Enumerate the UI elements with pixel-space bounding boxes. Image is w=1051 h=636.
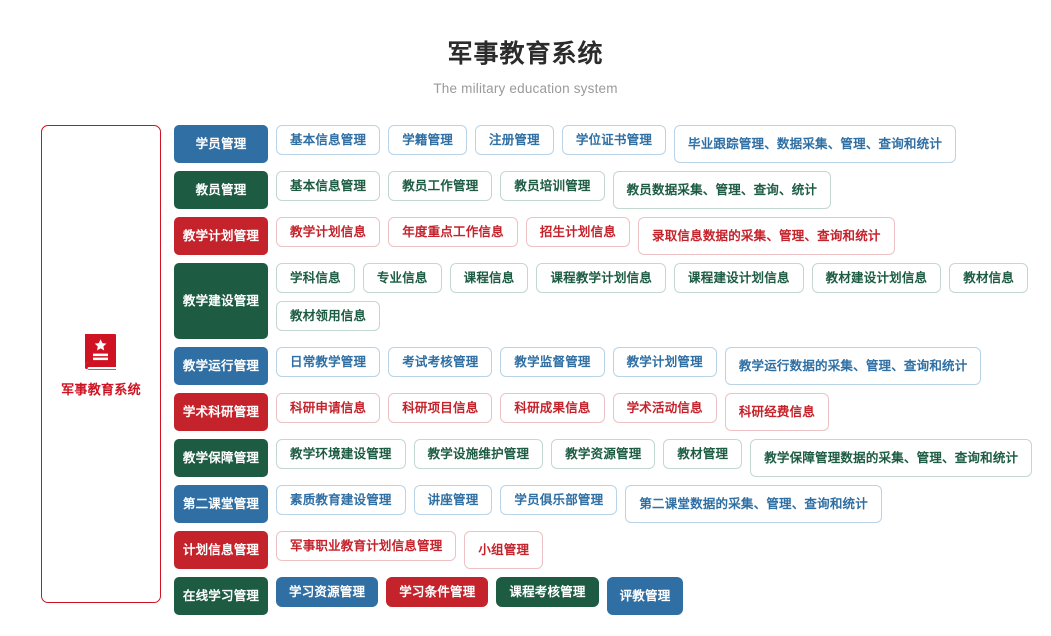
row-items: 素质教育建设管理讲座管理学员俱乐部管理第二课堂数据的采集、管理、查询和统计 [268, 485, 1051, 523]
category-row: 学员管理基本信息管理学籍管理注册管理学位证书管理毕业跟踪管理、数据采集、管理、查… [174, 125, 1051, 163]
category-label-10[interactable]: 在线学习管理 [174, 577, 268, 615]
category-label-7[interactable]: 教学保障管理 [174, 439, 268, 477]
module-button[interactable]: 学习条件管理 [386, 577, 489, 607]
module-button[interactable]: 科研经费信息 [724, 393, 830, 431]
page-subtitle: The military education system [433, 81, 618, 96]
module-button[interactable]: 学科信息 [276, 263, 355, 293]
system-sidebar: 军事教育系统 [41, 125, 161, 603]
module-button[interactable]: 评教管理 [606, 577, 684, 615]
module-button[interactable]: 教学保障管理数据的采集、管理、查询和统计 [750, 439, 1033, 477]
page-header: 军事教育系统 The military education system [0, 38, 1051, 98]
row-items: 基本信息管理教员工作管理教员培训管理教员数据采集、管理、查询、统计 [268, 171, 1051, 209]
row-items: 军事职业教育计划信息管理小组管理 [268, 531, 1051, 569]
category-label-6[interactable]: 学术科研管理 [174, 393, 268, 431]
page-title: 军事教育系统 [447, 40, 604, 68]
module-button[interactable]: 教材管理 [663, 439, 743, 469]
module-button[interactable]: 教学计划管理 [612, 347, 717, 377]
module-button[interactable]: 基本信息管理 [276, 171, 381, 201]
module-button[interactable]: 第二课堂数据的采集、管理、查询和统计 [625, 485, 882, 523]
module-button[interactable]: 考试考核管理 [388, 347, 493, 377]
category-row: 计划信息管理军事职业教育计划信息管理小组管理 [174, 531, 1051, 569]
module-button[interactable]: 教材信息 [949, 263, 1029, 293]
module-button[interactable]: 课程考核管理 [496, 577, 599, 607]
category-label-2[interactable]: 教员管理 [174, 171, 268, 209]
diagram-body: 军事教育系统 学员管理基本信息管理学籍管理注册管理学位证书管理毕业跟踪管理、数据… [0, 125, 1051, 615]
category-row: 第二课堂管理素质教育建设管理讲座管理学员俱乐部管理第二课堂数据的采集、管理、查询… [174, 485, 1051, 523]
module-button[interactable]: 教员工作管理 [388, 171, 493, 201]
category-label-8[interactable]: 第二课堂管理 [174, 485, 268, 523]
module-button[interactable]: 基本信息管理 [276, 125, 381, 155]
module-button[interactable]: 科研项目信息 [388, 393, 493, 423]
module-button[interactable]: 教材建设计划信息 [811, 263, 942, 293]
module-button[interactable]: 教学运行数据的采集、管理、查询和统计 [724, 347, 982, 385]
category-row: 教学运行管理日常教学管理考试考核管理教学监督管理教学计划管理教学运行数据的采集、… [174, 347, 1051, 385]
module-button[interactable]: 学术活动信息 [612, 393, 717, 423]
module-button[interactable]: 科研申请信息 [276, 393, 381, 423]
module-button[interactable]: 学习资源管理 [276, 577, 379, 607]
module-button[interactable]: 课程信息 [449, 263, 529, 293]
row-items: 基本信息管理学籍管理注册管理学位证书管理毕业跟踪管理、数据采集、管理、查询和统计 [268, 125, 1051, 163]
module-button[interactable]: 录取信息数据的采集、管理、查询和统计 [638, 217, 895, 255]
module-button[interactable]: 学位证书管理 [561, 125, 667, 155]
category-row: 教学计划管理教学计划信息年度重点工作信息招生计划信息录取信息数据的采集、管理、查… [174, 217, 1051, 255]
row-items: 学科信息专业信息课程信息课程教学计划信息课程建设计划信息教材建设计划信息教材信息… [268, 263, 1051, 339]
category-rows: 学员管理基本信息管理学籍管理注册管理学位证书管理毕业跟踪管理、数据采集、管理、查… [174, 125, 1051, 615]
module-button[interactable]: 教员培训管理 [500, 171, 605, 201]
category-label-9[interactable]: 计划信息管理 [174, 531, 268, 569]
row-items: 教学计划信息年度重点工作信息招生计划信息录取信息数据的采集、管理、查询和统计 [268, 217, 1051, 255]
module-button[interactable]: 小组管理 [464, 531, 544, 569]
module-button[interactable]: 素质教育建设管理 [276, 485, 406, 515]
module-button[interactable]: 科研成果信息 [500, 393, 605, 423]
module-button[interactable]: 讲座管理 [413, 485, 493, 515]
module-button[interactable]: 注册管理 [475, 125, 554, 155]
category-row: 在线学习管理学习资源管理学习条件管理课程考核管理评教管理 [174, 577, 1051, 615]
category-label-3[interactable]: 教学计划管理 [174, 217, 268, 255]
module-button[interactable]: 日常教学管理 [276, 347, 381, 377]
category-row: 教员管理基本信息管理教员工作管理教员培训管理教员数据采集、管理、查询、统计 [174, 171, 1051, 209]
module-button[interactable]: 专业信息 [362, 263, 442, 293]
category-row: 学术科研管理科研申请信息科研项目信息科研成果信息学术活动信息科研经费信息 [174, 393, 1051, 431]
module-button[interactable]: 军事职业教育计划信息管理 [276, 531, 457, 561]
module-button[interactable]: 课程教学计划信息 [536, 263, 667, 293]
row-items: 日常教学管理考试考核管理教学监督管理教学计划管理教学运行数据的采集、管理、查询和… [268, 347, 1051, 385]
module-button[interactable]: 教材领用信息 [276, 301, 381, 331]
category-row: 教学保障管理教学环境建设管理教学设施维护管理教学资源管理教材管理教学保障管理数据… [174, 439, 1051, 477]
row-items: 教学环境建设管理教学设施维护管理教学资源管理教材管理教学保障管理数据的采集、管理… [268, 439, 1051, 477]
sidebar-label: 军事教育系统 [61, 381, 141, 397]
book-star-icon [81, 331, 121, 371]
category-label-1[interactable]: 学员管理 [174, 125, 268, 163]
module-button[interactable]: 教学计划信息 [276, 217, 381, 247]
module-button[interactable]: 教员数据采集、管理、查询、统计 [612, 171, 832, 209]
module-button[interactable]: 教学环境建设管理 [276, 439, 406, 469]
module-button[interactable]: 招生计划信息 [525, 217, 631, 247]
module-button[interactable]: 学员俱乐部管理 [500, 485, 618, 515]
module-button[interactable]: 年度重点工作信息 [388, 217, 518, 247]
category-label-4[interactable]: 教学建设管理 [174, 263, 268, 339]
category-label-5[interactable]: 教学运行管理 [174, 347, 268, 385]
module-button[interactable]: 学籍管理 [388, 125, 468, 155]
category-row: 教学建设管理学科信息专业信息课程信息课程教学计划信息课程建设计划信息教材建设计划… [174, 263, 1051, 339]
module-button[interactable]: 毕业跟踪管理、数据采集、管理、查询和统计 [674, 125, 957, 163]
module-button[interactable]: 教学监督管理 [500, 347, 605, 377]
module-button[interactable]: 课程建设计划信息 [674, 263, 804, 293]
row-items: 科研申请信息科研项目信息科研成果信息学术活动信息科研经费信息 [268, 393, 1051, 431]
module-button[interactable]: 教学资源管理 [551, 439, 656, 469]
row-items: 学习资源管理学习条件管理课程考核管理评教管理 [268, 577, 1051, 615]
module-button[interactable]: 教学设施维护管理 [413, 439, 544, 469]
